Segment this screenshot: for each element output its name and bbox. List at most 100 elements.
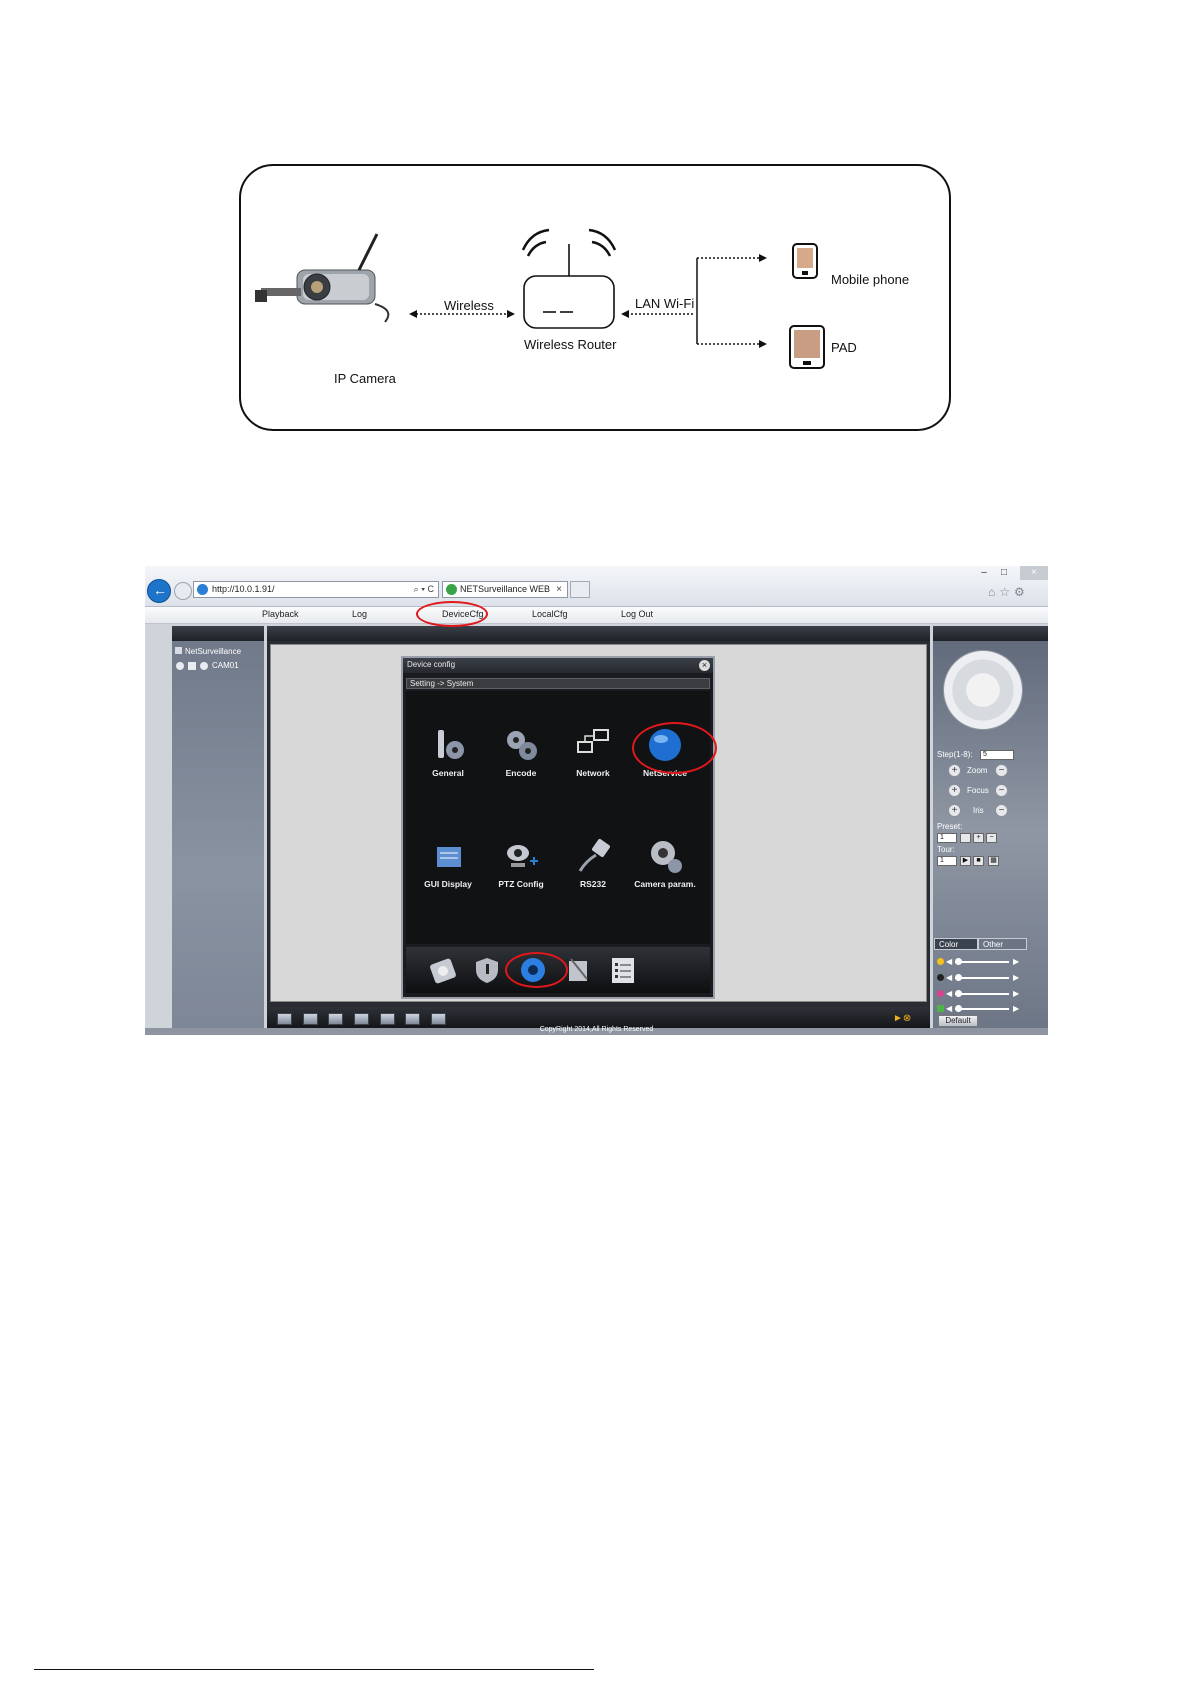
config-gui-display[interactable]: GUI Display [410, 837, 486, 889]
record-icon[interactable] [176, 661, 184, 670]
router-icon [521, 228, 617, 329]
maximize-icon[interactable]: □ [1000, 567, 1008, 578]
tab-close-icon[interactable]: × [556, 584, 562, 595]
tour-input[interactable]: 1 [937, 856, 957, 866]
config-rs232[interactable]: RS232 [555, 837, 631, 889]
fullscreen-icon[interactable] [277, 1013, 292, 1025]
new-tab-button[interactable] [570, 581, 590, 598]
color-tabs: Color Other [934, 938, 1047, 950]
zoom-in-button[interactable]: + [948, 764, 961, 777]
browser-tab[interactable]: NETSurveillance WEB × [442, 581, 568, 598]
slider-knob[interactable] [955, 958, 962, 965]
hue-icon [937, 1005, 944, 1012]
tab-color[interactable]: Color [934, 938, 978, 950]
video-viewport[interactable]: Device config × Setting -> System Genera… [270, 644, 927, 1002]
contrast-slider[interactable]: ◀▶ [937, 973, 1021, 983]
open-all-icon[interactable] [328, 1013, 343, 1025]
focus-out-button[interactable]: − [995, 784, 1008, 797]
address-bar[interactable]: http://10.0.1.91/ ⌕ ▾ C [193, 581, 439, 598]
record-all-icon[interactable] [405, 1013, 420, 1025]
config-general[interactable]: General [410, 726, 486, 778]
lan-label: LAN Wi-Fi [635, 296, 695, 311]
config-general-label: General [432, 768, 464, 778]
menu-logout[interactable]: Log Out [621, 609, 654, 619]
slider-knob[interactable] [955, 990, 962, 997]
wireless-label: Wireless [444, 298, 494, 313]
zoom-label: Zoom [967, 766, 988, 775]
hue-increase-icon[interactable]: ▶ [1013, 1004, 1020, 1013]
config-network[interactable]: Network [555, 726, 631, 778]
dialog-close-icon[interactable]: × [699, 660, 710, 671]
video-toolbar: ►⊗ [267, 1007, 930, 1030]
ptz-camera-icon [502, 837, 540, 875]
slider-knob[interactable] [955, 1005, 962, 1012]
preset-input[interactable]: 1 [937, 833, 957, 843]
diagram-graphics [255, 228, 825, 369]
camera-status-icon [200, 661, 208, 670]
iris-out-button[interactable]: − [995, 804, 1008, 817]
close-all-icon[interactable] [354, 1013, 369, 1025]
config-encode[interactable]: Encode [483, 726, 559, 778]
page-footer-rule [34, 1669, 594, 1670]
video-header [267, 626, 930, 641]
checklist-icon[interactable] [608, 955, 638, 985]
hue-decrease-icon[interactable]: ◀ [946, 1004, 953, 1013]
close-window-icon[interactable]: × [1020, 566, 1048, 580]
config-rs232-label: RS232 [580, 879, 606, 889]
iris-in-button[interactable]: + [948, 804, 961, 817]
tour-grid-icon[interactable]: ▦ [988, 856, 999, 866]
tab-title: NETSurveillance WEB [460, 584, 551, 594]
tree-root[interactable]: NetSurveillance [175, 647, 241, 656]
contrast-increase-icon[interactable]: ▶ [1013, 973, 1020, 982]
hue-slider[interactable]: ◀▶ [937, 1004, 1021, 1014]
slider-knob[interactable] [955, 974, 962, 981]
brightness-decrease-icon[interactable]: ◀ [946, 957, 953, 966]
tree-camera[interactable]: CAM01 [176, 661, 239, 670]
display-icon [429, 837, 467, 875]
device-icon [175, 647, 182, 654]
tools-icon[interactable] [563, 955, 593, 985]
tour-stop-icon[interactable]: ■ [973, 856, 984, 866]
copyright-text: CopyRight 2014,All Rights Reserved [539, 1026, 654, 1033]
gears-icon [502, 726, 540, 764]
menu-localcfg[interactable]: LocalCfg [532, 609, 568, 619]
speaker-icon[interactable]: ►⊗ [893, 1013, 912, 1024]
saturation-decrease-icon[interactable]: ◀ [946, 989, 953, 998]
tab-other[interactable]: Other [978, 938, 1027, 950]
default-button[interactable]: Default [938, 1015, 978, 1027]
panel-header [172, 626, 264, 641]
snapshot-icon[interactable] [380, 1013, 395, 1025]
mobile-phone-icon [792, 243, 818, 279]
search-refresh-icon[interactable]: ⌕ ▾ C [413, 584, 434, 594]
home-favorites-settings-icon[interactable]: ⌂☆⚙ [988, 585, 1029, 599]
contrast-decrease-icon[interactable]: ◀ [946, 973, 953, 982]
focus-in-button[interactable]: + [948, 784, 961, 797]
menu-log[interactable]: Log [352, 609, 368, 619]
play-icon[interactable] [188, 661, 196, 670]
dialog-titlebar: Device config × [403, 658, 713, 673]
preset-goto-icon[interactable] [960, 833, 971, 843]
preset-remove-icon[interactable]: − [986, 833, 997, 843]
shield-icon[interactable] [472, 955, 502, 985]
minimize-icon[interactable]: – [981, 567, 987, 578]
saturation-slider[interactable]: ◀▶ [937, 989, 1021, 999]
brightness-increase-icon[interactable]: ▶ [1013, 957, 1020, 966]
zoom-out-button[interactable]: − [995, 764, 1008, 777]
config-gui-display-label: GUI Display [424, 879, 472, 889]
config-camera-param[interactable]: Camera param. [627, 837, 703, 889]
disk-icon[interactable] [428, 955, 458, 985]
tree-root-label: NetSurveillance [185, 647, 242, 656]
ptz-direction-pad[interactable] [943, 650, 1023, 730]
step-select[interactable]: 5 [980, 750, 1014, 760]
config-ptz[interactable]: PTZ Config [483, 837, 559, 889]
back-button[interactable]: ← [147, 579, 171, 603]
tour-play-icon[interactable]: ▶ [960, 856, 971, 866]
preset-add-icon[interactable]: + [973, 833, 984, 843]
single-view-icon[interactable] [303, 1013, 318, 1025]
brightness-slider[interactable]: ◀▶ [937, 957, 1021, 967]
menu-playback[interactable]: Playback [262, 609, 299, 619]
saturation-increase-icon[interactable]: ▶ [1013, 989, 1020, 998]
stop-record-icon[interactable] [431, 1013, 446, 1025]
camera-label: IP Camera [334, 371, 396, 386]
forward-button[interactable] [174, 582, 192, 600]
